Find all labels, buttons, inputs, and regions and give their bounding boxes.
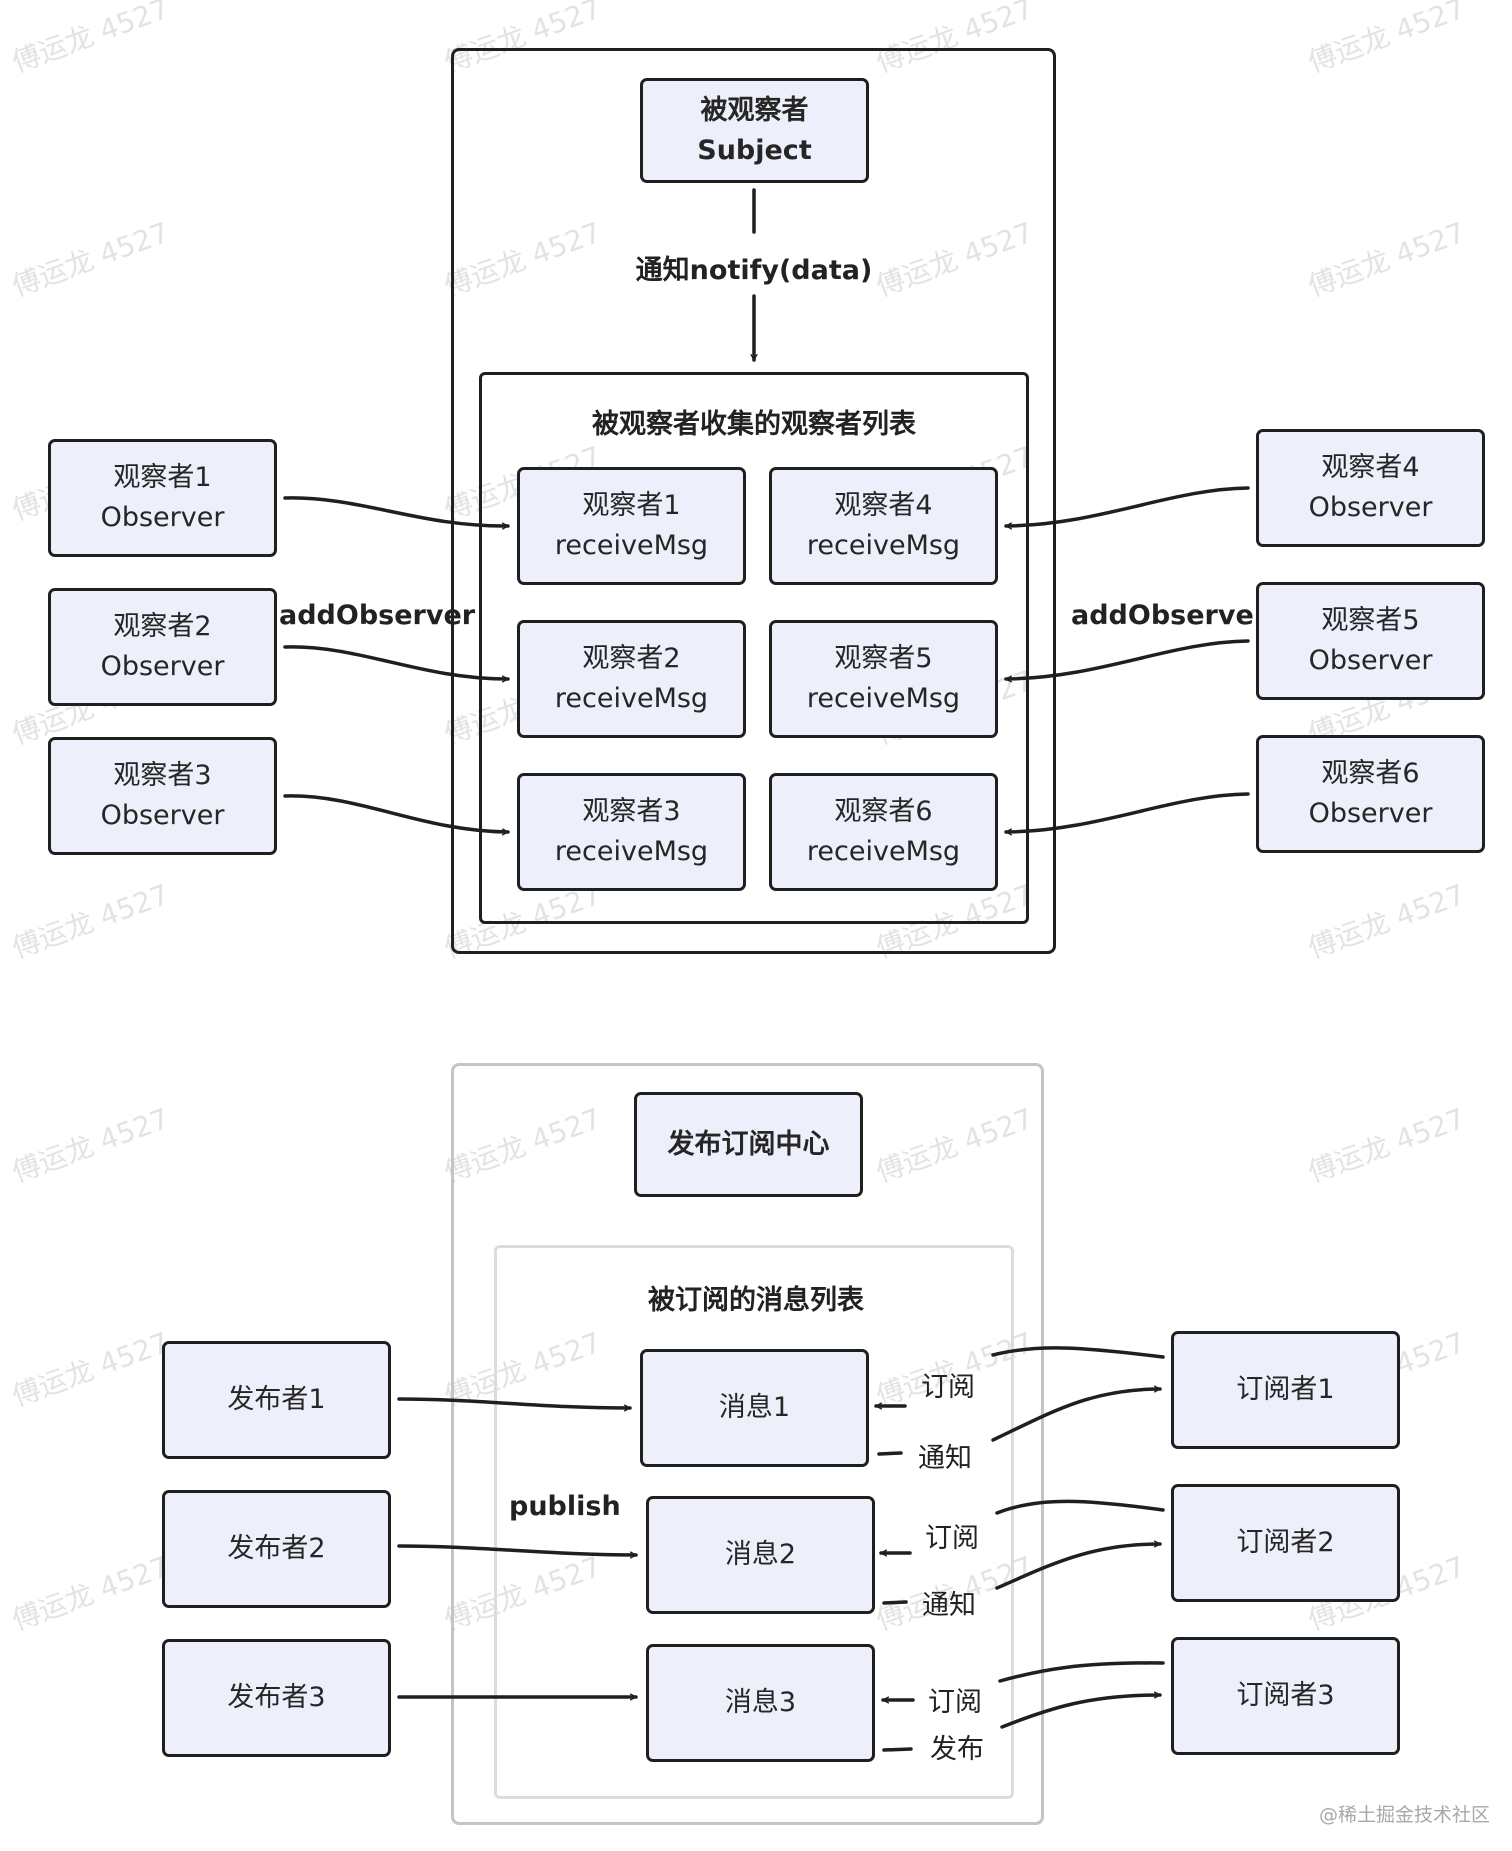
observer-node-4: 观察者4 Observer (1256, 429, 1485, 547)
subscribe-curve-1 (991, 1346, 1165, 1359)
observer-node-2: 观察者2 Observer (48, 588, 277, 706)
notify-dash-1 (877, 1451, 903, 1456)
observer-type: Observer (1308, 492, 1433, 523)
subscriber-node-2: 订阅者2 (1171, 1484, 1400, 1602)
publish-arrow-1 (397, 1397, 632, 1408)
observer-name: 观察者1 (113, 462, 212, 493)
subject-subtitle: Subject (697, 134, 812, 166)
list-observer-method: receiveMsg (806, 530, 961, 561)
observer-type: Observer (1308, 645, 1433, 676)
observer-type: Observer (1308, 798, 1433, 829)
notify-label: 通知notify(data) (635, 255, 873, 286)
notify-label-1: 通知 (918, 1443, 972, 1474)
list-observer-1: 观察者1 receiveMsg (517, 467, 746, 585)
subscriber-node-1: 订阅者1 (1171, 1331, 1400, 1449)
list-observer-name: 观察者4 (834, 490, 933, 521)
add-observer-arrow-1 (283, 496, 510, 526)
publish-dash-3 (882, 1747, 913, 1752)
publisher-node-3: 发布者3 (162, 1639, 391, 1757)
list-observer-method: receiveMsg (554, 836, 709, 867)
add-observer-arrow-2 (283, 645, 510, 679)
message-node-2: 消息2 (646, 1496, 875, 1614)
list-observer-4: 观察者4 receiveMsg (769, 467, 998, 585)
message-list-title: 被订阅的消息列表 (648, 1285, 864, 1316)
observer-node-3: 观察者3 Observer (48, 737, 277, 855)
credit-text: @稀土掘金技术社区 (1318, 1804, 1490, 1826)
add-observer-arrow-4 (1004, 486, 1250, 526)
subscriber-node-3: 订阅者3 (1171, 1637, 1400, 1755)
add-observer-label-right: addObserver (1071, 600, 1268, 631)
list-observer-method: receiveMsg (554, 683, 709, 714)
list-observer-6: 观察者6 receiveMsg (769, 773, 998, 891)
observer-type: Observer (100, 651, 225, 682)
subscribe-curve-3 (998, 1661, 1165, 1683)
observer-name: 观察者6 (1321, 758, 1420, 789)
observer-node-1: 观察者1 Observer (48, 439, 277, 557)
list-observer-name: 观察者1 (582, 490, 681, 521)
list-observer-3: 观察者3 receiveMsg (517, 773, 746, 891)
notify-arrow-2 (995, 1544, 1162, 1590)
publish-arrow-2 (397, 1544, 638, 1555)
pubsub-center-node: 发布订阅中心 (634, 1092, 863, 1197)
notify-dash-2 (882, 1600, 908, 1605)
observer-name: 观察者2 (113, 611, 212, 642)
message-list-container (494, 1245, 1014, 1799)
observer-node-5: 观察者5 Observer (1256, 582, 1485, 700)
subscribe-label-3: 订阅 (928, 1687, 982, 1718)
notify-arrow-1 (991, 1389, 1162, 1442)
add-observer-arrow-3 (283, 794, 510, 832)
publisher-node-1: 发布者1 (162, 1341, 391, 1459)
add-observer-arrow-5 (1004, 639, 1250, 679)
message-node-1: 消息1 (640, 1349, 869, 1467)
observer-list-title: 被观察者收集的观察者列表 (592, 409, 916, 440)
publish-label: publish (509, 1491, 621, 1522)
subject-node: 被观察者 Subject (640, 78, 869, 183)
message-node-3: 消息3 (646, 1644, 875, 1762)
publish-label-3: 发布 (930, 1734, 984, 1765)
notify-label-2: 通知 (922, 1590, 976, 1621)
list-observer-method: receiveMsg (554, 530, 709, 561)
observer-node-6: 观察者6 Observer (1256, 735, 1485, 853)
observer-name: 观察者5 (1321, 605, 1420, 636)
add-observer-arrow-6 (1004, 792, 1250, 832)
observer-type: Observer (100, 502, 225, 533)
observer-type: Observer (100, 800, 225, 831)
list-observer-method: receiveMsg (806, 683, 961, 714)
observer-list-container (479, 372, 1029, 924)
observer-name: 观察者4 (1321, 452, 1420, 483)
list-observer-method: receiveMsg (806, 836, 961, 867)
list-observer-2: 观察者2 receiveMsg (517, 620, 746, 738)
subject-container (451, 48, 1056, 954)
subscribe-label-2: 订阅 (925, 1523, 979, 1554)
subscribe-label-1: 订阅 (921, 1372, 975, 1403)
add-observer-label-left: addObserver (279, 600, 476, 631)
list-observer-5: 观察者5 receiveMsg (769, 620, 998, 738)
list-observer-name: 观察者5 (834, 643, 933, 674)
list-observer-name: 观察者2 (582, 643, 681, 674)
subscribe-curve-2 (995, 1499, 1165, 1515)
publish-arrow-sub-3 (1000, 1695, 1162, 1729)
observer-name: 观察者3 (113, 760, 212, 791)
pubsub-center-container (451, 1063, 1044, 1825)
list-observer-name: 观察者6 (834, 796, 933, 827)
list-observer-name: 观察者3 (582, 796, 681, 827)
subject-title: 被观察者 (700, 94, 809, 126)
publisher-node-2: 发布者2 (162, 1490, 391, 1608)
